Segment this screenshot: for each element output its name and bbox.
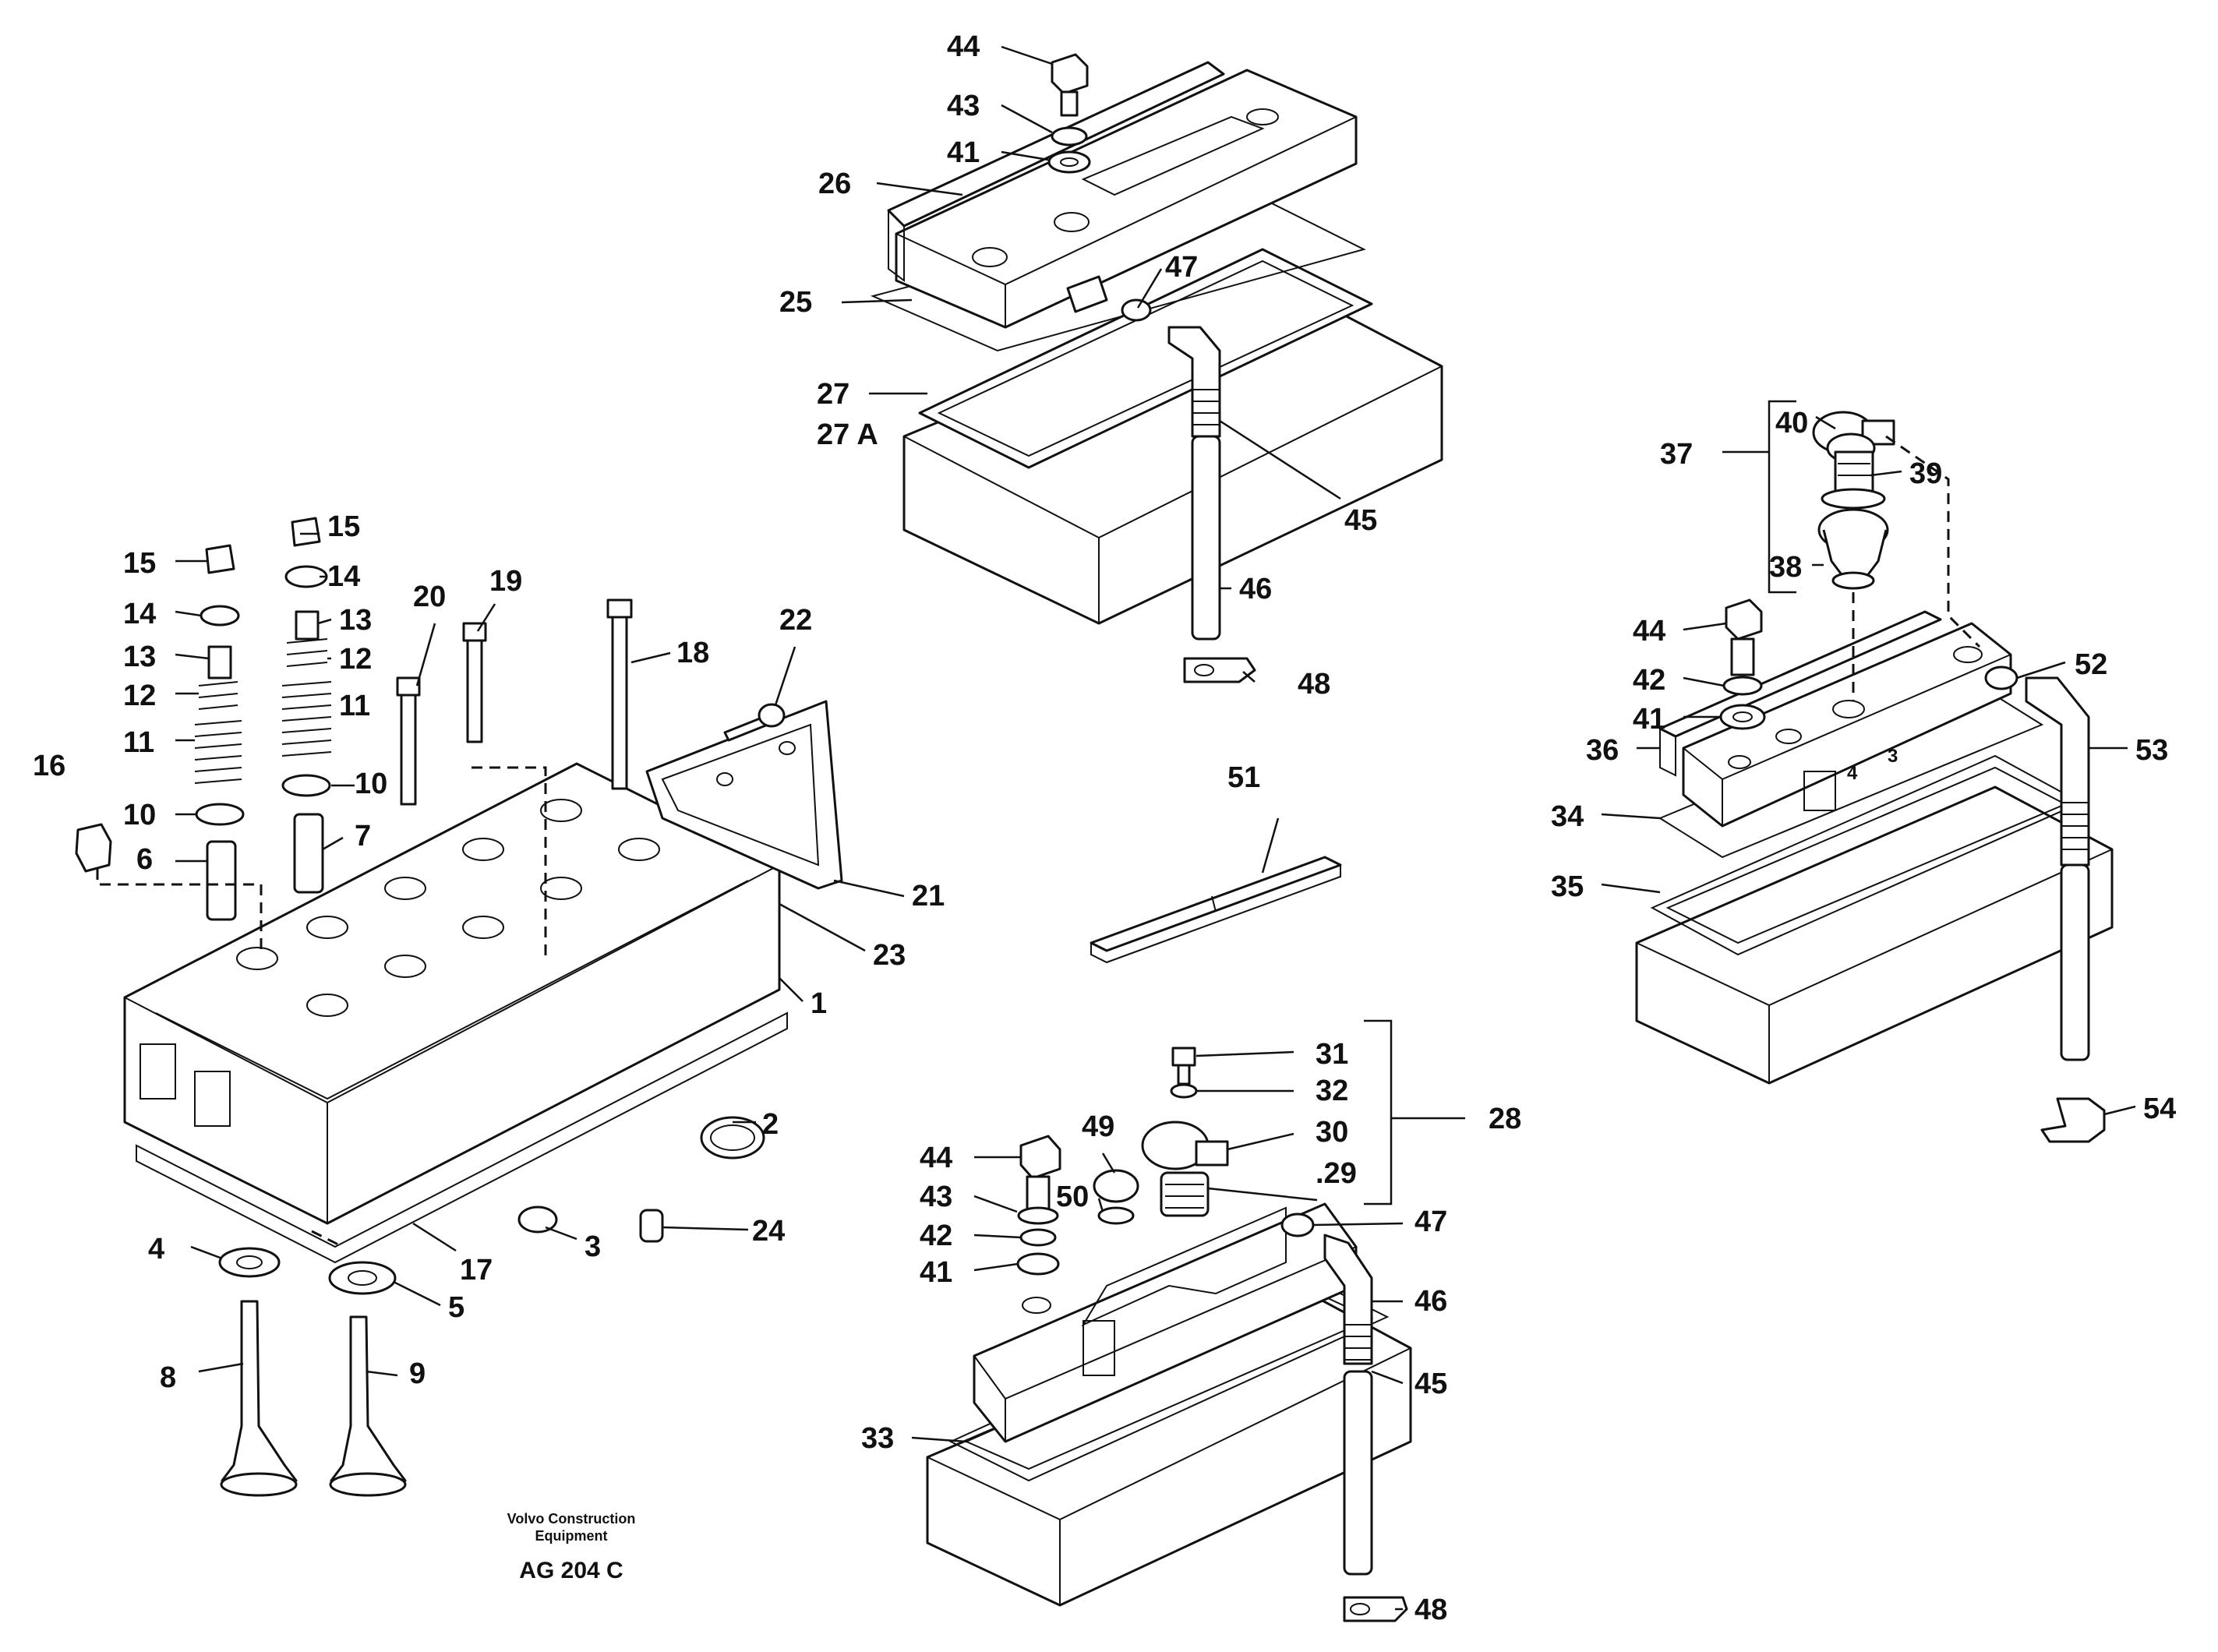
callout-10: 10 <box>355 768 387 800</box>
callout-43: 43 <box>947 90 980 122</box>
callout-10: 10 <box>123 799 156 831</box>
callout-1: 1 <box>811 987 827 1020</box>
top-cover-assembly <box>870 53 1443 683</box>
callout-46: 46 <box>1239 573 1272 605</box>
callout-4: 4 <box>148 1233 164 1265</box>
callout-42: 42 <box>920 1220 952 1252</box>
callout-3: 3 <box>585 1230 601 1263</box>
callout-5: 5 <box>448 1291 464 1324</box>
callout-2: 2 <box>762 1108 779 1141</box>
left-leaders <box>175 532 905 1377</box>
callout-33: 33 <box>861 1422 894 1455</box>
right-cover-assembly <box>1635 400 2114 1143</box>
callout-41: 41 <box>947 136 980 169</box>
callout-21: 21 <box>912 880 945 912</box>
callout-25: 25 <box>779 286 812 319</box>
callout-51: 51 <box>1227 761 1260 794</box>
bottom-leaders <box>911 1050 1465 1611</box>
callout-52: 52 <box>2075 648 2107 681</box>
callout-8: 8 <box>160 1361 176 1394</box>
callout-26: 26 <box>818 168 851 200</box>
callout-41: 41 <box>920 1256 952 1289</box>
callout-24: 24 <box>752 1215 785 1248</box>
callout-29: .29 <box>1316 1157 1357 1190</box>
callout-47: 47 <box>1415 1205 1447 1238</box>
callout-50: 50 <box>1056 1181 1089 1213</box>
callout-43: 43 <box>920 1181 952 1213</box>
callout-23: 23 <box>873 939 906 972</box>
callout-41: 41 <box>1633 703 1665 736</box>
callout-20: 20 <box>413 581 446 613</box>
callout-44: 44 <box>1633 615 1665 648</box>
callout-54: 54 <box>2143 1093 2176 1125</box>
drawing-code: AG 204 C <box>519 1558 623 1583</box>
callout-12: 12 <box>123 680 156 712</box>
callout-38: 38 <box>1769 551 1802 584</box>
callout-19: 19 <box>489 565 522 598</box>
credit-line-2: Equipment <box>535 1528 608 1544</box>
callout-32: 32 <box>1316 1075 1348 1107</box>
credit-line-1: Volvo Construction <box>507 1511 636 1527</box>
callout-27: 27 <box>817 378 849 411</box>
callout-42: 42 <box>1633 664 1665 697</box>
callout-14: 14 <box>123 598 156 630</box>
cylinder-head-assembly <box>75 517 843 1497</box>
callout-31: 31 <box>1316 1038 1348 1071</box>
callout-6: 6 <box>136 843 153 876</box>
callout-44: 44 <box>920 1142 952 1174</box>
callout-39: 39 <box>1909 457 1942 490</box>
callout-28: 28 <box>1489 1103 1521 1135</box>
callout-49: 49 <box>1082 1110 1114 1143</box>
callout-15: 15 <box>327 510 360 543</box>
callout-15: 15 <box>123 547 156 580</box>
callout-48: 48 <box>1415 1594 1447 1626</box>
callout-48: 48 <box>1298 668 1330 701</box>
callout-labels: 44 43 41 26 25 47 27 27 A 45 46 48 15 15… <box>33 30 2176 1626</box>
callout-45: 45 <box>1415 1368 1447 1400</box>
callout-22: 22 <box>779 604 812 637</box>
callout-11: 11 <box>339 690 370 722</box>
callout-36: 36 <box>1586 734 1619 767</box>
callout-13: 13 <box>123 641 156 673</box>
top-leaders <box>841 45 1341 683</box>
callout-53: 53 <box>2135 734 2168 767</box>
callout-46: 46 <box>1415 1285 1447 1318</box>
callout-13: 13 <box>339 604 372 637</box>
credit-block: Volvo Construction Equipment AG 204 C <box>507 1511 636 1583</box>
callout-7: 7 <box>355 820 371 852</box>
callout-34: 34 <box>1551 800 1584 833</box>
callout-16: 16 <box>33 750 65 782</box>
callout-44: 44 <box>947 30 980 63</box>
callout-17: 17 <box>460 1254 493 1287</box>
callout-47: 47 <box>1165 251 1198 284</box>
callout-40: 40 <box>1775 407 1808 439</box>
inner-label-3: 3 <box>1888 746 1898 767</box>
callout-11: 11 <box>123 726 154 759</box>
callout-27a: 27 A <box>817 418 878 451</box>
part-51-insert <box>1090 856 1342 964</box>
right-leaders <box>1601 415 2136 1116</box>
callout-14: 14 <box>327 560 360 593</box>
callout-12: 12 <box>339 643 372 676</box>
callout-9: 9 <box>409 1357 426 1390</box>
callout-35: 35 <box>1551 870 1584 903</box>
callout-18: 18 <box>676 637 709 669</box>
callout-30: 30 <box>1316 1116 1348 1149</box>
callout-45: 45 <box>1344 504 1377 537</box>
bottom-cover-assembly <box>926 1019 1412 1622</box>
callout-37: 37 <box>1660 438 1693 471</box>
inner-label-4: 4 <box>1847 763 1858 784</box>
